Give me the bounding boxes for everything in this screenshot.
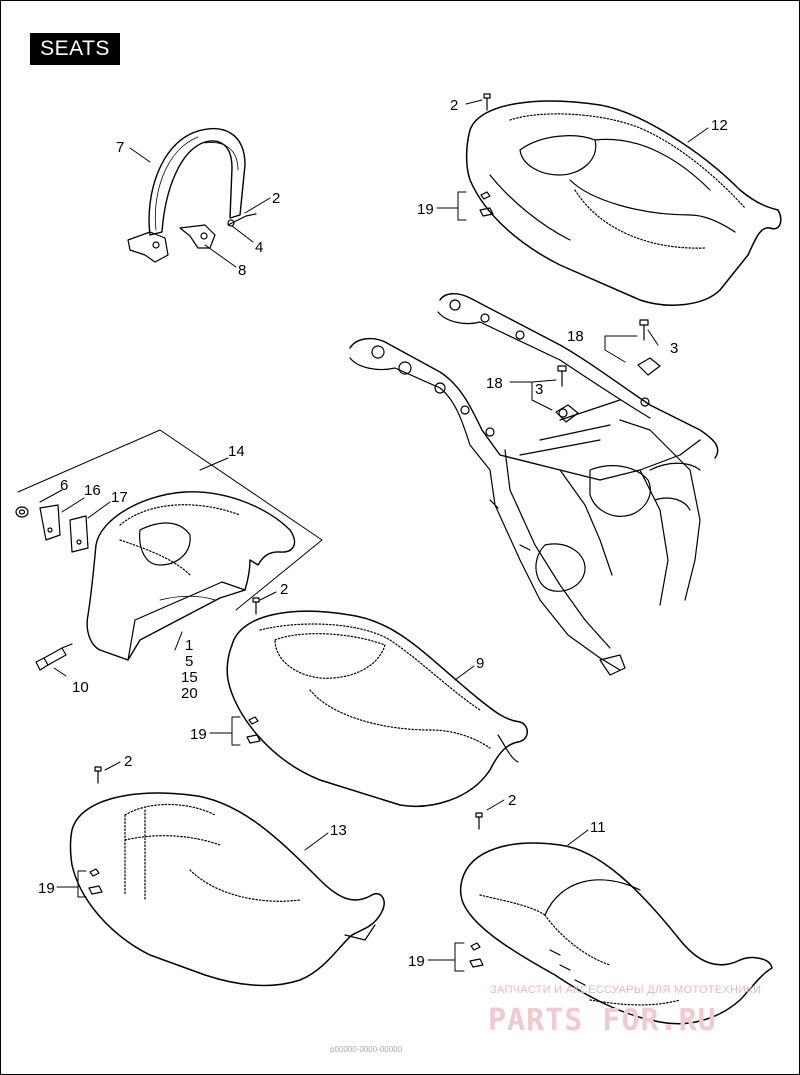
watermark-tagline: ЗАПЧАСТИ И АКСЕССУАРЫ ДЛЯ МОТОТЕХНИКИ <box>490 984 761 996</box>
callout-13: 13 <box>330 822 347 839</box>
callout-20: 20 <box>181 685 198 702</box>
callout-11: 11 <box>590 819 606 836</box>
callout-6: 6 <box>60 477 68 494</box>
nut-and-washer-19 <box>88 191 661 968</box>
watermark-brand: PARTS FOR.RU <box>488 1003 717 1038</box>
callout-8: 8 <box>238 262 246 279</box>
callout-7: 7 <box>116 139 124 156</box>
callout-leader-lines <box>39 99 709 972</box>
callout-5: 5 <box>185 653 193 670</box>
callout-2-top: 2 <box>450 97 458 114</box>
knob-part-10 <box>35 643 73 671</box>
callout-labels: 2 12 19 7 2 4 8 18 3 18 3 14 6 16 17 2 1… <box>38 97 728 970</box>
callout-19-top: 19 <box>417 201 434 218</box>
seat-part-11 <box>459 842 773 1025</box>
callout-14: 14 <box>228 443 245 460</box>
callout-3-lower: 3 <box>535 381 543 398</box>
backrest-hardware-6-16-17 <box>15 504 89 553</box>
seat-frame-assembly <box>349 293 719 676</box>
callout-9: 9 <box>476 655 484 672</box>
callout-2-lower-left: 2 <box>124 753 132 770</box>
footer-code: p00000-0000-00000 <box>330 1045 403 1054</box>
callout-17: 17 <box>111 489 128 506</box>
callout-18-upper: 18 <box>567 328 584 345</box>
callout-16: 16 <box>84 482 101 499</box>
callout-2-mid: 2 <box>280 581 288 598</box>
backrest-region-part-14 <box>17 429 323 661</box>
callout-18-lower: 18 <box>486 375 503 392</box>
callout-10: 10 <box>72 679 89 696</box>
seat-part-9 <box>226 610 528 807</box>
callout-19-mid: 19 <box>190 726 207 743</box>
callout-3-upper: 3 <box>670 340 678 357</box>
watermark: ЗАПЧАСТИ И АКСЕССУАРЫ ДЛЯ МОТОТЕХНИКИ PA… <box>488 984 761 1038</box>
callout-4: 4 <box>255 239 263 256</box>
seat-part-13 <box>69 792 385 987</box>
callout-19-left: 19 <box>38 880 55 897</box>
callout-12: 12 <box>711 117 728 134</box>
callout-2-bracket: 2 <box>272 190 280 207</box>
callout-2-lower-right: 2 <box>508 792 516 809</box>
seat-part-12 <box>465 100 782 306</box>
callout-1: 1 <box>185 637 193 654</box>
callout-19-right: 19 <box>408 953 425 970</box>
backrest-bracket-part-7 <box>127 128 257 263</box>
fastener-screws <box>94 93 649 830</box>
page-title: SEATS <box>30 33 120 65</box>
callout-15: 15 <box>181 669 198 686</box>
